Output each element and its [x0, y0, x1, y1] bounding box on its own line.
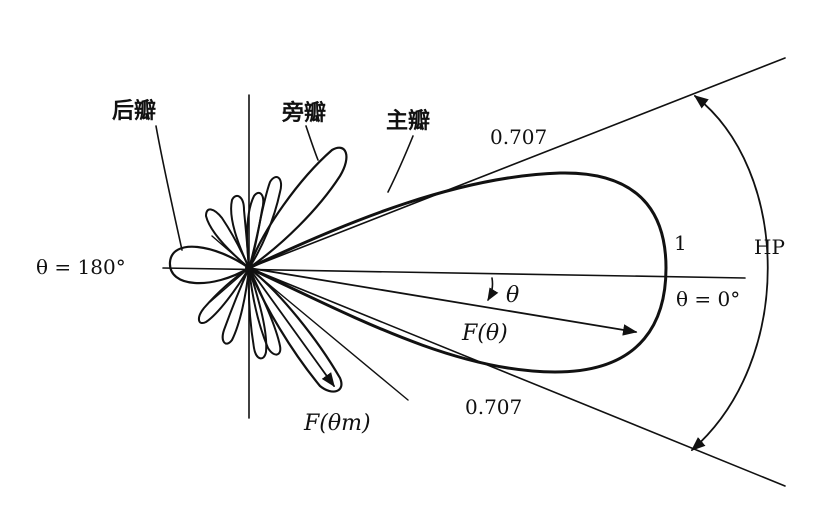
origin-point — [245, 264, 253, 272]
angle-0-label: θ = 0° — [676, 287, 740, 311]
side-lobe-lower-3 — [221, 267, 250, 345]
side-lobe-upper-4 — [205, 208, 250, 269]
half-power-arc — [690, 95, 769, 451]
side-lobe-upper-large — [247, 146, 348, 270]
half-power-upper-label: 0.707 — [490, 125, 547, 149]
peak-value-label: 1 — [674, 231, 687, 255]
main-lobe — [247, 171, 668, 374]
half-power-lower-label: 0.707 — [465, 395, 522, 419]
side-lobes — [198, 146, 348, 393]
side-lobe-upper-2 — [246, 191, 265, 269]
angle-180-label: θ = 180° — [36, 255, 126, 279]
main-lobe-leader — [387, 135, 414, 193]
side-lobe-ray-2 — [209, 267, 250, 303]
back-lobe-leader — [155, 125, 183, 251]
f-theta-m-label: F(θm) — [303, 411, 371, 436]
main-lobe-label: 主瓣 — [386, 109, 430, 134]
theta-angle-arc — [487, 277, 499, 302]
side-lobe-lower-2 — [247, 267, 268, 360]
side-lobe-leader — [305, 125, 319, 161]
back-lobe — [168, 245, 251, 285]
f-theta-label: F(θ) — [461, 321, 508, 346]
f-theta-m-arrow — [248, 267, 335, 388]
f-theta-arrow — [248, 267, 638, 336]
theta-label: θ — [506, 283, 519, 308]
back-lobe-label: 后瓣 — [112, 99, 156, 124]
side-lobe-label: 旁瓣 — [281, 100, 326, 126]
side-lobe-ray-1 — [211, 235, 250, 269]
side-lobe-upper-3 — [230, 194, 250, 269]
side-lobe-lower-1 — [248, 267, 282, 356]
side-lobe-direction-line — [248, 267, 409, 401]
half-power-line-upper — [248, 57, 786, 269]
half-power-width-label: HP — [754, 235, 785, 259]
side-lobe-lower-large — [247, 266, 343, 393]
side-lobe-lower-4 — [198, 267, 250, 324]
